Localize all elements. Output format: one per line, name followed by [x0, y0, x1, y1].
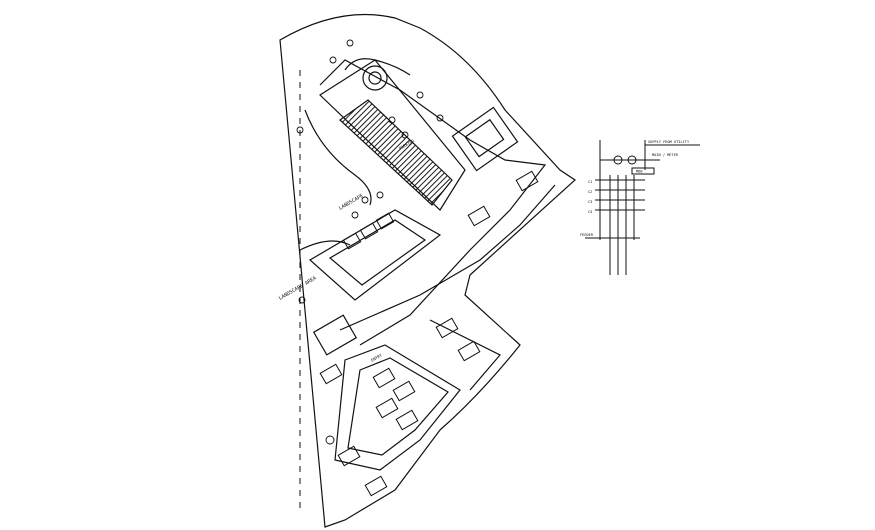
schematic-feeder-label: FEEDER: [580, 233, 594, 237]
site-label-landscape: LANDSCAPE: [338, 193, 364, 212]
central-building-inner: [328, 219, 427, 286]
parking-stalls: [319, 170, 539, 497]
panel-box: [631, 167, 655, 175]
site-plan: [279, 13, 576, 528]
tree-symbols: [296, 39, 444, 445]
main-building-block: [339, 99, 453, 206]
circuit-labels: C1 C2 C3 C4: [588, 180, 592, 214]
internal-road-edge-2: [339, 184, 556, 331]
stair-block: [312, 314, 358, 356]
schematic-header-2: MAIN / METER: [652, 153, 679, 157]
circuit-label-1: C1: [588, 180, 592, 184]
schematic-header-1: SUPPLY FROM UTILITY: [648, 140, 690, 144]
landscape-curve: [304, 109, 372, 206]
circuit-label-3: C3: [588, 200, 592, 204]
parking-loop: [334, 344, 461, 471]
site-boundary: [279, 13, 576, 528]
circuit-label-2: C2: [588, 190, 592, 194]
garden-path: [344, 58, 411, 76]
driveway-label: ENTRY: [370, 352, 383, 363]
access-road: [429, 319, 501, 391]
internal-road-edge: [319, 59, 547, 346]
schematic-panel-label: MDB: [636, 170, 643, 174]
parking-loop-inner: [347, 357, 449, 456]
courtyard-building: [451, 106, 519, 172]
fountain: [362, 65, 388, 91]
fountain-inner: [368, 71, 382, 85]
circuit-label-4: C4: [588, 210, 592, 214]
courtyard-inner: [464, 118, 505, 158]
landscape-curve-2: [299, 240, 351, 251]
main-building-outline: [319, 59, 466, 211]
central-building: [308, 209, 442, 301]
electrical-schematic: [585, 140, 700, 275]
site-label-landscape-area: LANDSCAPE AREA: [278, 275, 318, 301]
